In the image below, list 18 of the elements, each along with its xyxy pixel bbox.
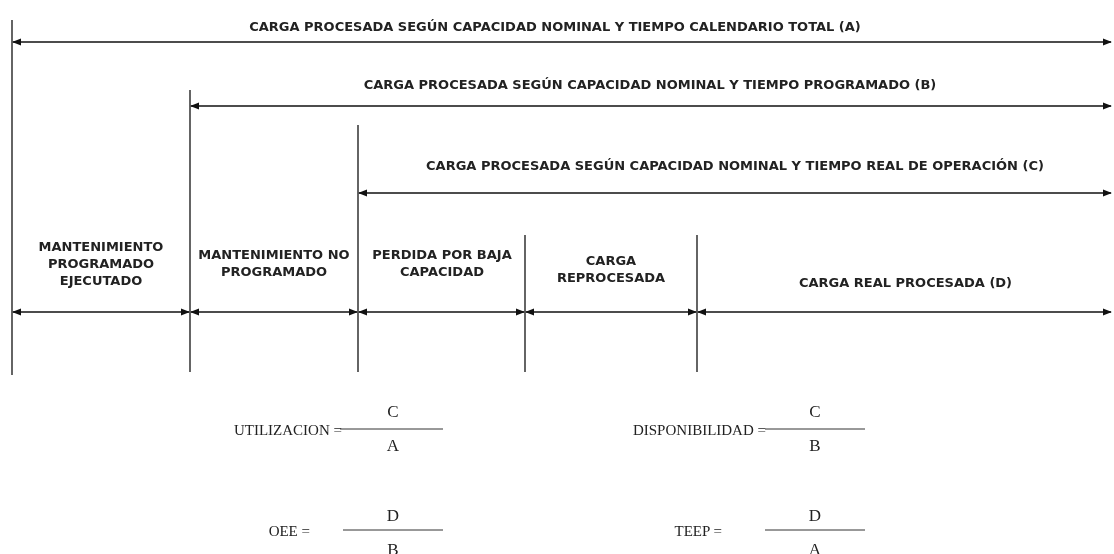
segment-label: CARGA REPROCESADA bbox=[556, 253, 666, 285]
segment-label: CARGA REAL PROCESADA (D) bbox=[798, 275, 1013, 290]
segment-label: MANTENIMIENTO PROGRAMADO EJECUTADO bbox=[38, 239, 164, 288]
formula-label: DISPONIBILIDAD = bbox=[632, 422, 766, 438]
numerator: C bbox=[387, 402, 399, 421]
numerator: C bbox=[809, 402, 821, 421]
dimension-label: CARGA PROCESADA SEGÚN CAPACIDAD NOMINAL Y TIEMPO CALENDARIO TOTAL (A) bbox=[249, 19, 861, 34]
numerator: D bbox=[808, 506, 822, 525]
dimension-label: CARGA PROCESADA SEGÚN CAPACIDAD NOMINAL Y TIEMPO REAL DE OPERACIÓN (C) bbox=[426, 158, 1044, 173]
denominator: A bbox=[386, 436, 400, 455]
segment-label: MANTENIMIENTO NO PROGRAMADO bbox=[198, 247, 350, 279]
formula-label: UTILIZACION = bbox=[233, 422, 342, 438]
segment-label: PERDIDA POR BAJA CAPACIDAD bbox=[372, 247, 512, 279]
formula-label: TEEP = bbox=[674, 523, 722, 539]
denominator: B bbox=[809, 436, 821, 455]
numerator: D bbox=[386, 506, 400, 525]
dimension-label: CARGA PROCESADA SEGÚN CAPACIDAD NOMINAL Y TIEMPO PROGRAMADO (B) bbox=[363, 77, 937, 92]
formula-label: OEE = bbox=[268, 523, 310, 539]
